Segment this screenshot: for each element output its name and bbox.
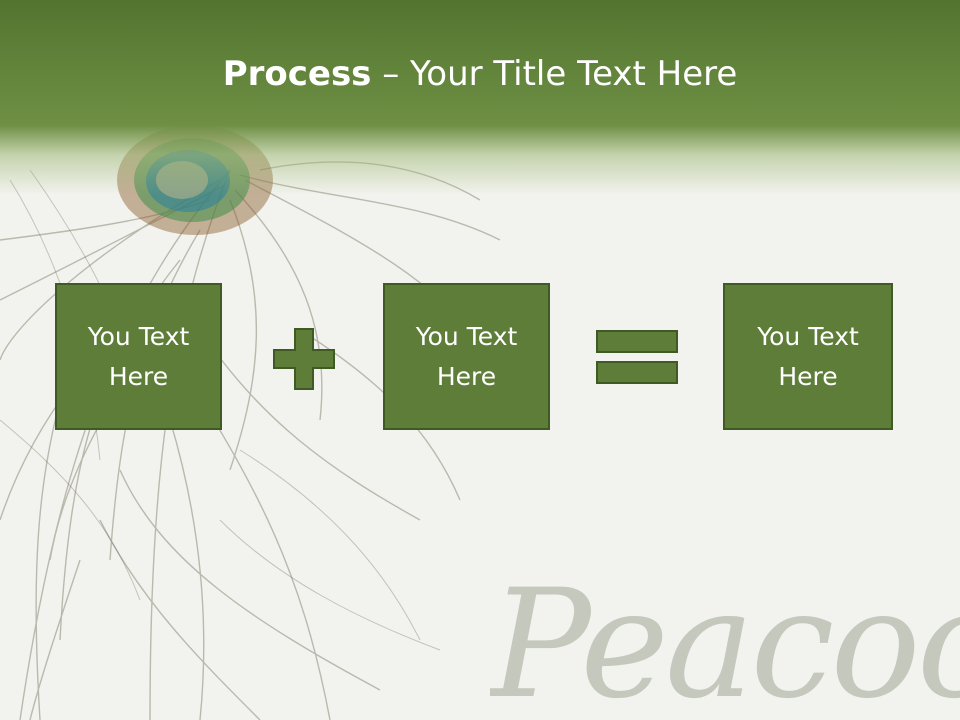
equals-icon xyxy=(596,330,678,384)
process-box-1[interactable]: You Text Here xyxy=(55,283,222,430)
process-box-2[interactable]: You Text Here xyxy=(383,283,550,430)
title-rest: – Your Title Text Here xyxy=(371,54,738,94)
plus-icon xyxy=(273,328,335,390)
title-bar xyxy=(0,0,960,195)
slide-title: Process – Your Title Text Here xyxy=(0,52,960,96)
title-bold: Process xyxy=(222,54,372,94)
process-box-3[interactable]: You Text Here xyxy=(723,283,893,430)
peacock-watermark: Peacock xyxy=(490,560,960,720)
